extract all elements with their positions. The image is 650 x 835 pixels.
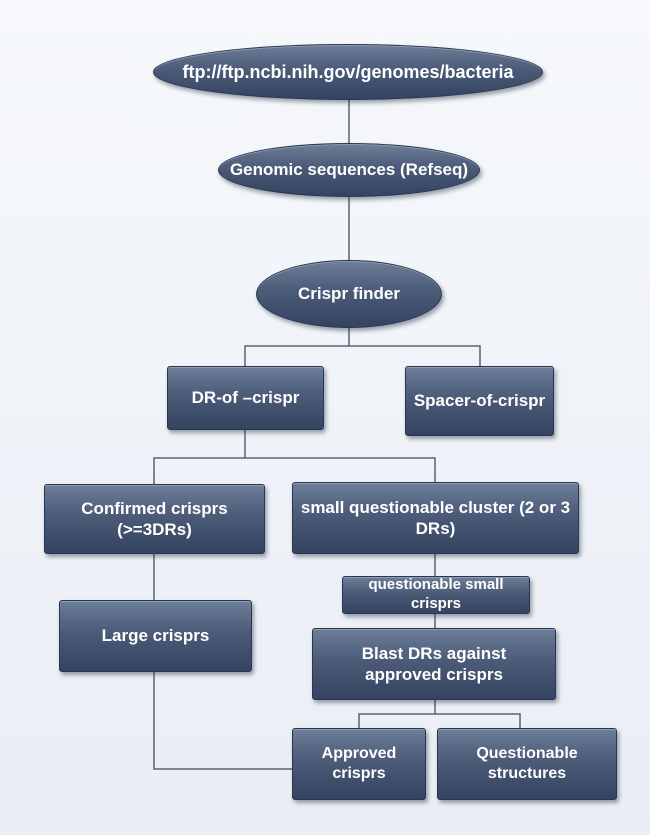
- connector-split-approved-structures: [358, 713, 521, 728]
- node-ftp-source: ftp://ftp.ncbi.nih.gov/genomes/bacteria: [153, 44, 543, 100]
- node-questionable-small-crisprs: questionable small crisprs: [342, 576, 530, 614]
- node-questionable-structures: Questionable structures: [437, 728, 617, 800]
- node-approved-crisprs: Approved crisprs: [292, 728, 426, 800]
- node-blast-drs: Blast DRs against approved crisprs: [312, 628, 556, 700]
- connector-split-confirmed-cluster: [153, 457, 436, 484]
- node-genomic-sequences: Genomic sequences (Refseq): [218, 143, 480, 197]
- node-spacer-of-crispr: Spacer-of-crispr: [405, 366, 554, 436]
- node-dr-of-crispr: DR-of –crispr: [167, 366, 324, 430]
- node-crispr-finder: Crispr finder: [256, 260, 442, 328]
- connector-split-dr-spacer: [244, 345, 481, 366]
- node-confirmed-crisprs: Confirmed crisprs (>=3DRs): [44, 484, 265, 554]
- node-large-crisprs: Large crisprs: [59, 600, 252, 672]
- node-small-questionable-cluster: small questionable cluster (2 or 3 DRs): [292, 482, 579, 554]
- connector-large-approved: [153, 672, 292, 770]
